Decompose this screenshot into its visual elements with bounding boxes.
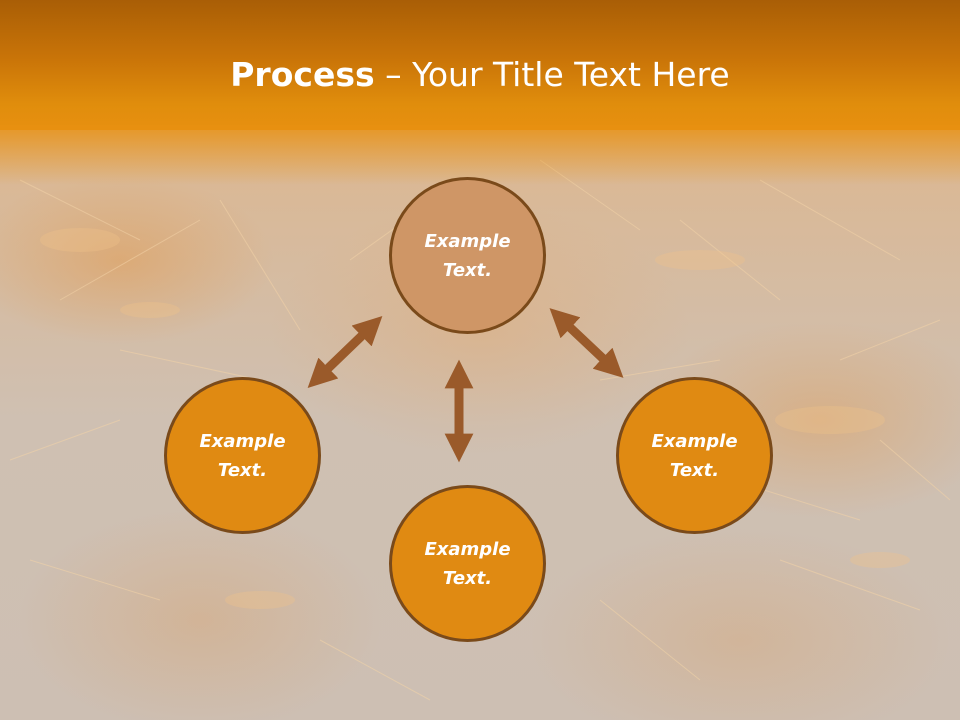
node-bottom-line2: Text. bbox=[442, 567, 493, 589]
node-right-line1: Example bbox=[651, 430, 738, 452]
arrow-top-right bbox=[549, 308, 624, 378]
node-bottom: Example Text. bbox=[389, 485, 546, 642]
node-left-line2: Text. bbox=[217, 459, 268, 481]
node-top: Example Text. bbox=[389, 177, 546, 334]
node-top-text: Example Text. bbox=[413, 227, 523, 285]
node-top-line1: Example bbox=[424, 230, 511, 252]
slide-title-bold: Process bbox=[230, 55, 375, 94]
node-bottom-text: Example Text. bbox=[413, 535, 523, 593]
title-banner bbox=[0, 0, 960, 130]
node-bottom-line1: Example bbox=[424, 538, 511, 560]
slide-title: Process – Your Title Text Here bbox=[0, 52, 960, 98]
node-top-line2: Text. bbox=[442, 259, 493, 281]
node-left-text: Example Text. bbox=[188, 427, 298, 485]
node-right-text: Example Text. bbox=[640, 427, 750, 485]
slide-title-rest: – Your Title Text Here bbox=[374, 55, 730, 94]
node-right: Example Text. bbox=[616, 377, 773, 534]
node-right-line2: Text. bbox=[669, 459, 720, 481]
node-left-line1: Example bbox=[199, 430, 286, 452]
arrow-top-left bbox=[307, 316, 383, 388]
node-left: Example Text. bbox=[164, 377, 321, 534]
title-banner-fade bbox=[0, 125, 960, 185]
